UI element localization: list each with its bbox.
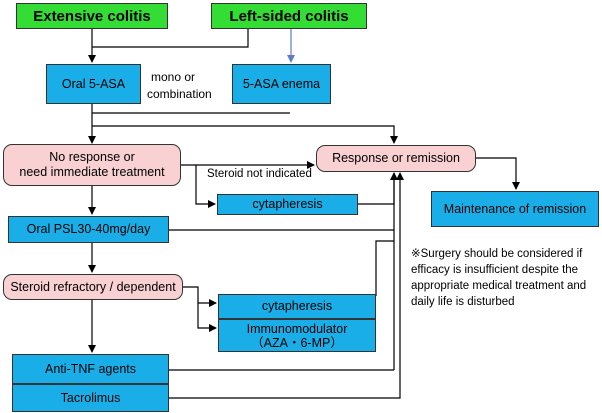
surgery-note-line-3: appropriate medical treatment and	[411, 280, 587, 292]
arrow-refractory-to-cytapheresis-2	[183, 286, 217, 307]
mono-or-line-2: combination	[147, 87, 212, 101]
no-response-line-1: No response or	[49, 150, 135, 164]
no-response-line-2: need immediate treatment	[19, 165, 165, 179]
surgery-note-line-1: ※Surgery should be considered if	[411, 248, 583, 260]
oral-psl-label: Oral PSL30-40mg/day	[26, 222, 151, 236]
left-sided-colitis-label: Left-sided colitis	[229, 7, 349, 25]
surgery-note-line-4: daily life is disturbed	[411, 296, 515, 308]
arrow-response-to-maintenance	[476, 157, 520, 190]
oral-5asa-label: Oral 5-ASA	[61, 76, 126, 91]
immunomodulator-line-2: （AZA・6-MP）	[251, 335, 343, 350]
steroid-refractory-label: Steroid refractory / dependent	[10, 279, 176, 294]
response-box: Response or remission	[316, 145, 476, 172]
immunomodulator-line-1: Immunomodulator	[246, 321, 348, 336]
line-immuno-to-response	[375, 240, 394, 296]
mono-or-label: mono or combination	[147, 70, 212, 102]
surgery-note: ※Surgery should be considered if efficac…	[411, 246, 599, 310]
tacrolimus-label: Tacrolimus	[60, 390, 121, 405]
extensive-colitis-box: Extensive colitis	[16, 3, 168, 29]
line-branch-to-response	[92, 125, 398, 144]
maintenance-box: Maintenance of remission	[431, 191, 599, 227]
oral-psl-box: Oral PSL30-40mg/day	[8, 216, 169, 243]
left-sided-colitis-box: Left-sided colitis	[211, 3, 367, 29]
line-cytapheresis1-to-response	[358, 172, 398, 205]
line-tacrolimus-to-response	[169, 172, 404, 399]
oral-5asa-box: Oral 5-ASA	[46, 64, 141, 104]
arrow-refractory-to-immunomodulator	[197, 303, 217, 332]
enema-label: 5-ASA enema	[242, 76, 321, 91]
response-label: Response or remission	[332, 151, 460, 165]
anti-tnf-label: Anti-TNF agents	[44, 361, 136, 376]
extensive-colitis-label: Extensive colitis	[33, 7, 151, 25]
cytapheresis-2-label: cytapheresis	[261, 299, 333, 313]
mono-or-line-1: mono or	[151, 70, 196, 84]
cytapheresis-2-box: cytapheresis	[218, 294, 376, 319]
enema-box: 5-ASA enema	[232, 64, 331, 104]
line-leftsided-join	[92, 29, 249, 48]
steroid-not-indicated-label: Steroid not indicated	[207, 168, 312, 180]
arrow-to-cytapheresis-1	[195, 165, 216, 208]
steroid-refractory-box: Steroid refractory / dependent	[3, 274, 183, 300]
immunomodulator-box: Immunomodulator （AZA・6-MP）	[218, 319, 376, 352]
cytapheresis-1-box: cytapheresis	[217, 194, 358, 215]
cytapheresis-1-label: cytapheresis	[252, 197, 323, 211]
surgery-note-line-2: efficacy is insufficient despite the	[411, 264, 579, 276]
maintenance-label: Maintenance of remission	[443, 201, 587, 216]
anti-tnf-box: Anti-TNF agents	[12, 354, 169, 384]
tacrolimus-box: Tacrolimus	[12, 384, 169, 412]
no-response-box: No response or need immediate treatment	[3, 144, 181, 186]
